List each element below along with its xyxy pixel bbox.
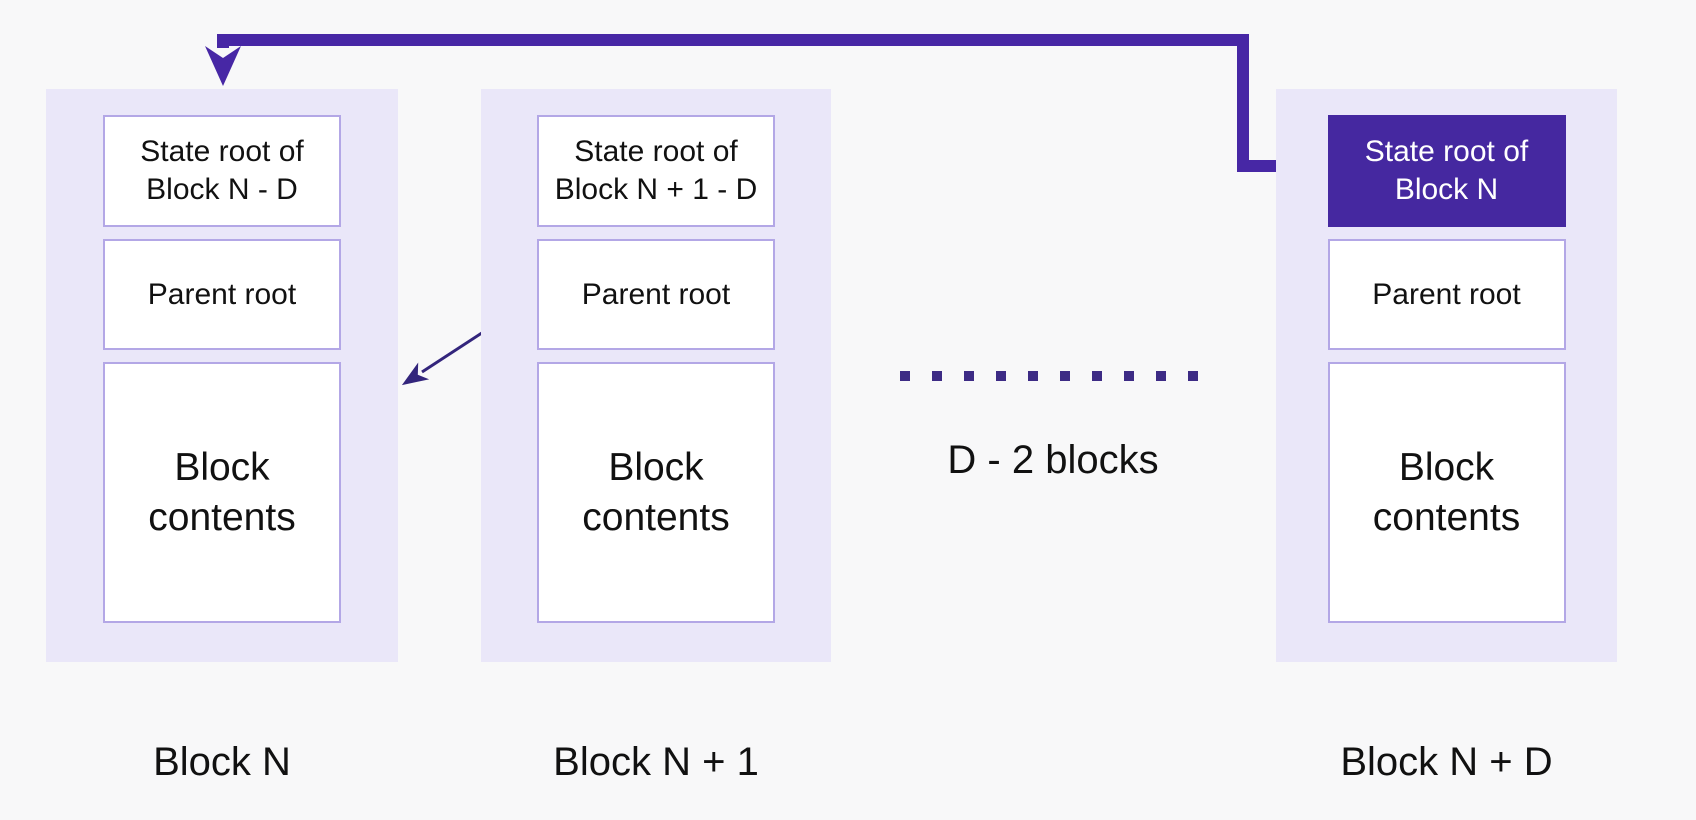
- block-n1-label: Block N + 1: [553, 740, 759, 784]
- state-root-text-line1: State root of: [574, 135, 738, 168]
- block-nd-state-root-box-highlighted: State root of Block N: [1327, 115, 1566, 227]
- block-n-parent-root-box: Parent root: [103, 239, 341, 350]
- state-root-arrow-icon: [205, 34, 1331, 184]
- state-root-text-line2: Block N: [1394, 173, 1499, 206]
- state-root-text-line2: Block N - D: [146, 173, 298, 206]
- state-root-text-line1: State root of: [140, 135, 304, 168]
- block-n-contents-box: Block contents: [103, 362, 341, 623]
- block-n-container: State root of Block N - D Parent root Bl…: [46, 89, 398, 662]
- block-contents-text: Block contents: [148, 445, 296, 539]
- block-nd-parent-root-box: Parent root: [1327, 239, 1566, 350]
- block-contents-text: Block contents: [582, 445, 730, 539]
- block-nd-label: Block N + D: [1340, 740, 1553, 784]
- block-n1-parent-root-box: Parent root: [537, 239, 775, 350]
- block-n1-container: State root of Block N + 1 - D Parent roo…: [481, 89, 831, 662]
- block-n-state-root-box: State root of Block N - D: [103, 115, 341, 227]
- gap-count-label: D - 2 blocks: [947, 438, 1159, 482]
- ellipsis-dots-icon: [900, 371, 1199, 381]
- block-n1-state-root-box: State root of Block N + 1 - D: [537, 115, 775, 227]
- block-n1-contents-box: Block contents: [537, 362, 775, 623]
- block-nd-container: State root of Block N Parent root Block …: [1276, 89, 1617, 662]
- block-contents-text: Block contents: [1372, 445, 1521, 539]
- parent-root-text: Parent root: [581, 277, 731, 311]
- parent-root-text: Parent root: [1372, 277, 1521, 311]
- block-n-label: Block N: [153, 740, 291, 784]
- state-root-text-line2: Block N + 1 - D: [554, 173, 758, 206]
- parent-root-text: Parent root: [147, 277, 297, 311]
- state-root-text-line1: State root of: [1364, 135, 1529, 168]
- block-nd-contents-box: Block contents: [1327, 362, 1566, 623]
